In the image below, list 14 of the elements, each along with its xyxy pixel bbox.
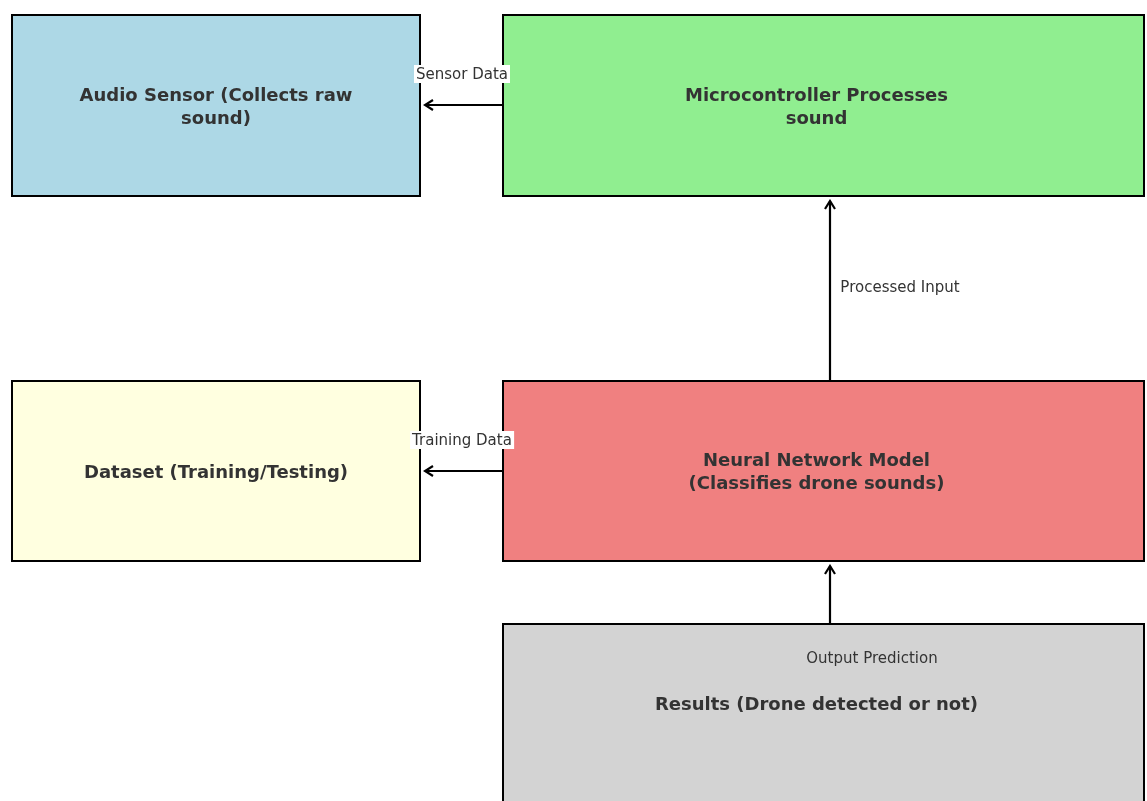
- arrow: [823, 564, 837, 623]
- edge-label: Sensor Data: [414, 65, 510, 83]
- box-label: Results (Drone detected or not): [654, 691, 979, 715]
- box-label: Microcontroller Processes sound: [683, 82, 950, 129]
- edge-label: Processed Input: [839, 278, 961, 296]
- arrow: [423, 98, 502, 112]
- box-label: Neural Network Model (Classifies drone sounds): [687, 448, 946, 494]
- box-label: Dataset (Training/Testing): [83, 459, 349, 483]
- edge-label: Training Data: [410, 431, 514, 449]
- arrow: [423, 464, 502, 478]
- process-box: [502, 623, 1145, 801]
- edge-label: Output Prediction: [805, 649, 939, 667]
- arrow: [823, 199, 837, 380]
- box-label: Audio Sensor (Collects raw sound): [78, 82, 354, 129]
